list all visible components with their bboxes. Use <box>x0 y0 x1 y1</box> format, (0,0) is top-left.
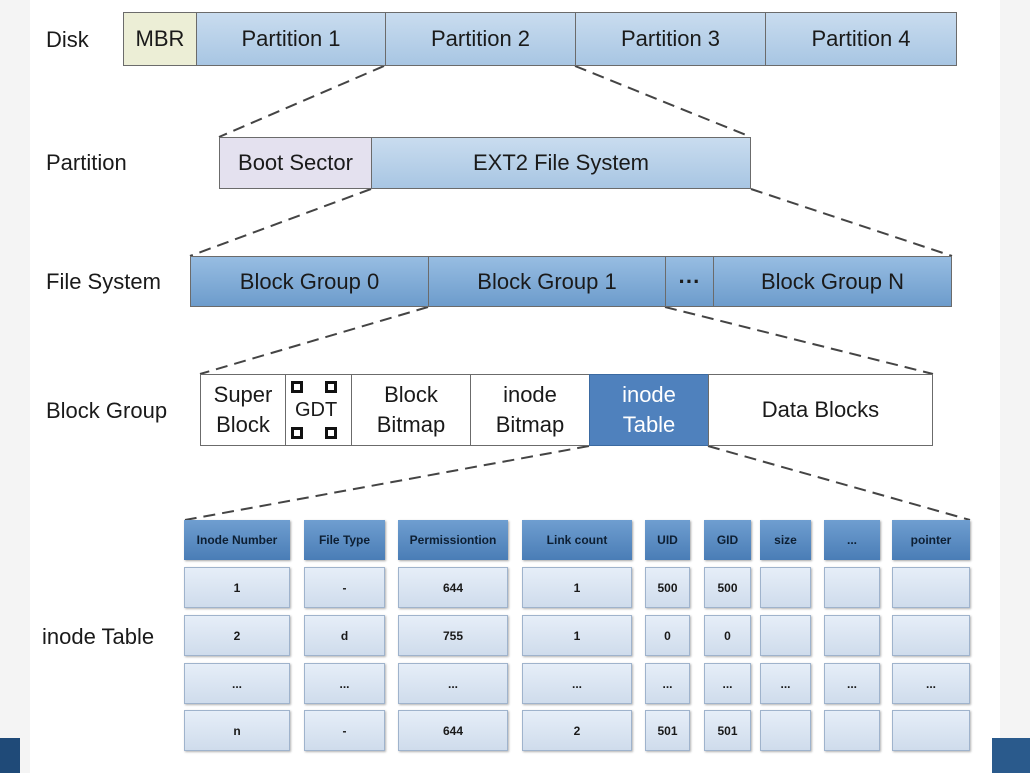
label-block-group: Block Group <box>46 398 168 423</box>
inode-bitmap-cell: inode Bitmap <box>470 374 590 446</box>
block-group-0-cell: Block Group 0 <box>190 256 429 307</box>
table-cell <box>824 710 880 751</box>
corner-accent-right <box>992 738 1030 773</box>
right-margin <box>1000 0 1030 773</box>
table-cell: 0 <box>645 615 690 656</box>
gdt-square-icon <box>291 381 303 393</box>
table-cell: - <box>304 710 385 751</box>
table-cell: ... <box>522 663 632 704</box>
table-cell: d <box>304 615 385 656</box>
partition-4-cell: Partition 4 <box>765 12 957 66</box>
label-file-system: File System <box>46 269 161 294</box>
inode-table-cell: inode Table <box>589 374 709 446</box>
table-header-inode-number: Inode Number <box>184 520 290 560</box>
corner-accent-left <box>0 738 20 773</box>
mbr-cell: MBR <box>123 12 197 66</box>
label-disk: Disk <box>46 27 89 52</box>
gdt-cell: GDT <box>285 374 352 446</box>
block-bitmap-line-1: Block <box>384 382 438 407</box>
gdt-square-icon <box>325 381 337 393</box>
gdt-square-icon <box>325 427 337 439</box>
table-cell: 644 <box>398 567 508 608</box>
inode-bitmap-line-2: Bitmap <box>495 412 565 437</box>
data-blocks-cell: Data Blocks <box>708 374 933 446</box>
partition-3-cell: Partition 3 <box>575 12 766 66</box>
block-group-ellipsis-cell: ··· <box>665 256 714 307</box>
super-block-line-2: Block <box>216 412 270 437</box>
table-cell: ... <box>824 663 880 704</box>
left-margin <box>0 0 30 773</box>
label-partition: Partition <box>46 150 127 175</box>
super-block-cell: Super Block <box>200 374 286 446</box>
table-cell <box>892 567 970 608</box>
table-cell: - <box>304 567 385 608</box>
gdt-square-icon <box>291 427 303 439</box>
table-header-size: size <box>760 520 811 560</box>
ext2-file-system-cell: EXT2 File System <box>371 137 751 189</box>
table-cell: ... <box>184 663 290 704</box>
table-cell: 1 <box>522 567 632 608</box>
table-cell: 500 <box>704 567 751 608</box>
inode-bitmap-line-1: inode <box>503 382 557 407</box>
block-group-n-cell: Block Group N <box>713 256 952 307</box>
table-header-uid: UID <box>645 520 690 560</box>
table-cell <box>892 710 970 751</box>
block-bitmap-line-2: Bitmap <box>376 412 446 437</box>
table-cell: ... <box>645 663 690 704</box>
table-header-link-count: Link count <box>522 520 632 560</box>
table-cell <box>760 615 811 656</box>
inode-table-line-1: inode <box>622 382 676 407</box>
label-inode-table: inode Table <box>42 624 155 649</box>
table-cell: 1 <box>522 615 632 656</box>
table-header-ellipsis: ... <box>824 520 880 560</box>
super-block-line-1: Super <box>213 382 273 407</box>
block-group-1-cell: Block Group 1 <box>428 256 666 307</box>
table-cell <box>892 615 970 656</box>
table-cell: 2 <box>184 615 290 656</box>
table-cell: 0 <box>704 615 751 656</box>
table-cell <box>824 567 880 608</box>
table-header-gid: GID <box>704 520 751 560</box>
inode-table-line-2: Table <box>622 412 676 437</box>
table-cell: n <box>184 710 290 751</box>
table-cell: 755 <box>398 615 508 656</box>
table-header-file-type: File Type <box>304 520 385 560</box>
boot-sector-cell: Boot Sector <box>219 137 372 189</box>
partition-2-cell: Partition 2 <box>385 12 576 66</box>
table-header-permission: Permissiontion <box>398 520 508 560</box>
table-cell <box>760 710 811 751</box>
table-cell: 644 <box>398 710 508 751</box>
table-cell: 2 <box>522 710 632 751</box>
partition-1-cell: Partition 1 <box>196 12 386 66</box>
table-cell <box>824 615 880 656</box>
table-cell: 500 <box>645 567 690 608</box>
table-cell: ... <box>892 663 970 704</box>
table-cell: ... <box>304 663 385 704</box>
table-cell: 501 <box>645 710 690 751</box>
table-cell <box>760 567 811 608</box>
table-cell: ... <box>760 663 811 704</box>
table-cell: ... <box>398 663 508 704</box>
table-header-pointer: pointer <box>892 520 970 560</box>
table-cell: 1 <box>184 567 290 608</box>
table-cell: ... <box>704 663 751 704</box>
gdt-label: GDT <box>295 399 338 421</box>
table-cell: 501 <box>704 710 751 751</box>
block-bitmap-cell: Block Bitmap <box>351 374 471 446</box>
